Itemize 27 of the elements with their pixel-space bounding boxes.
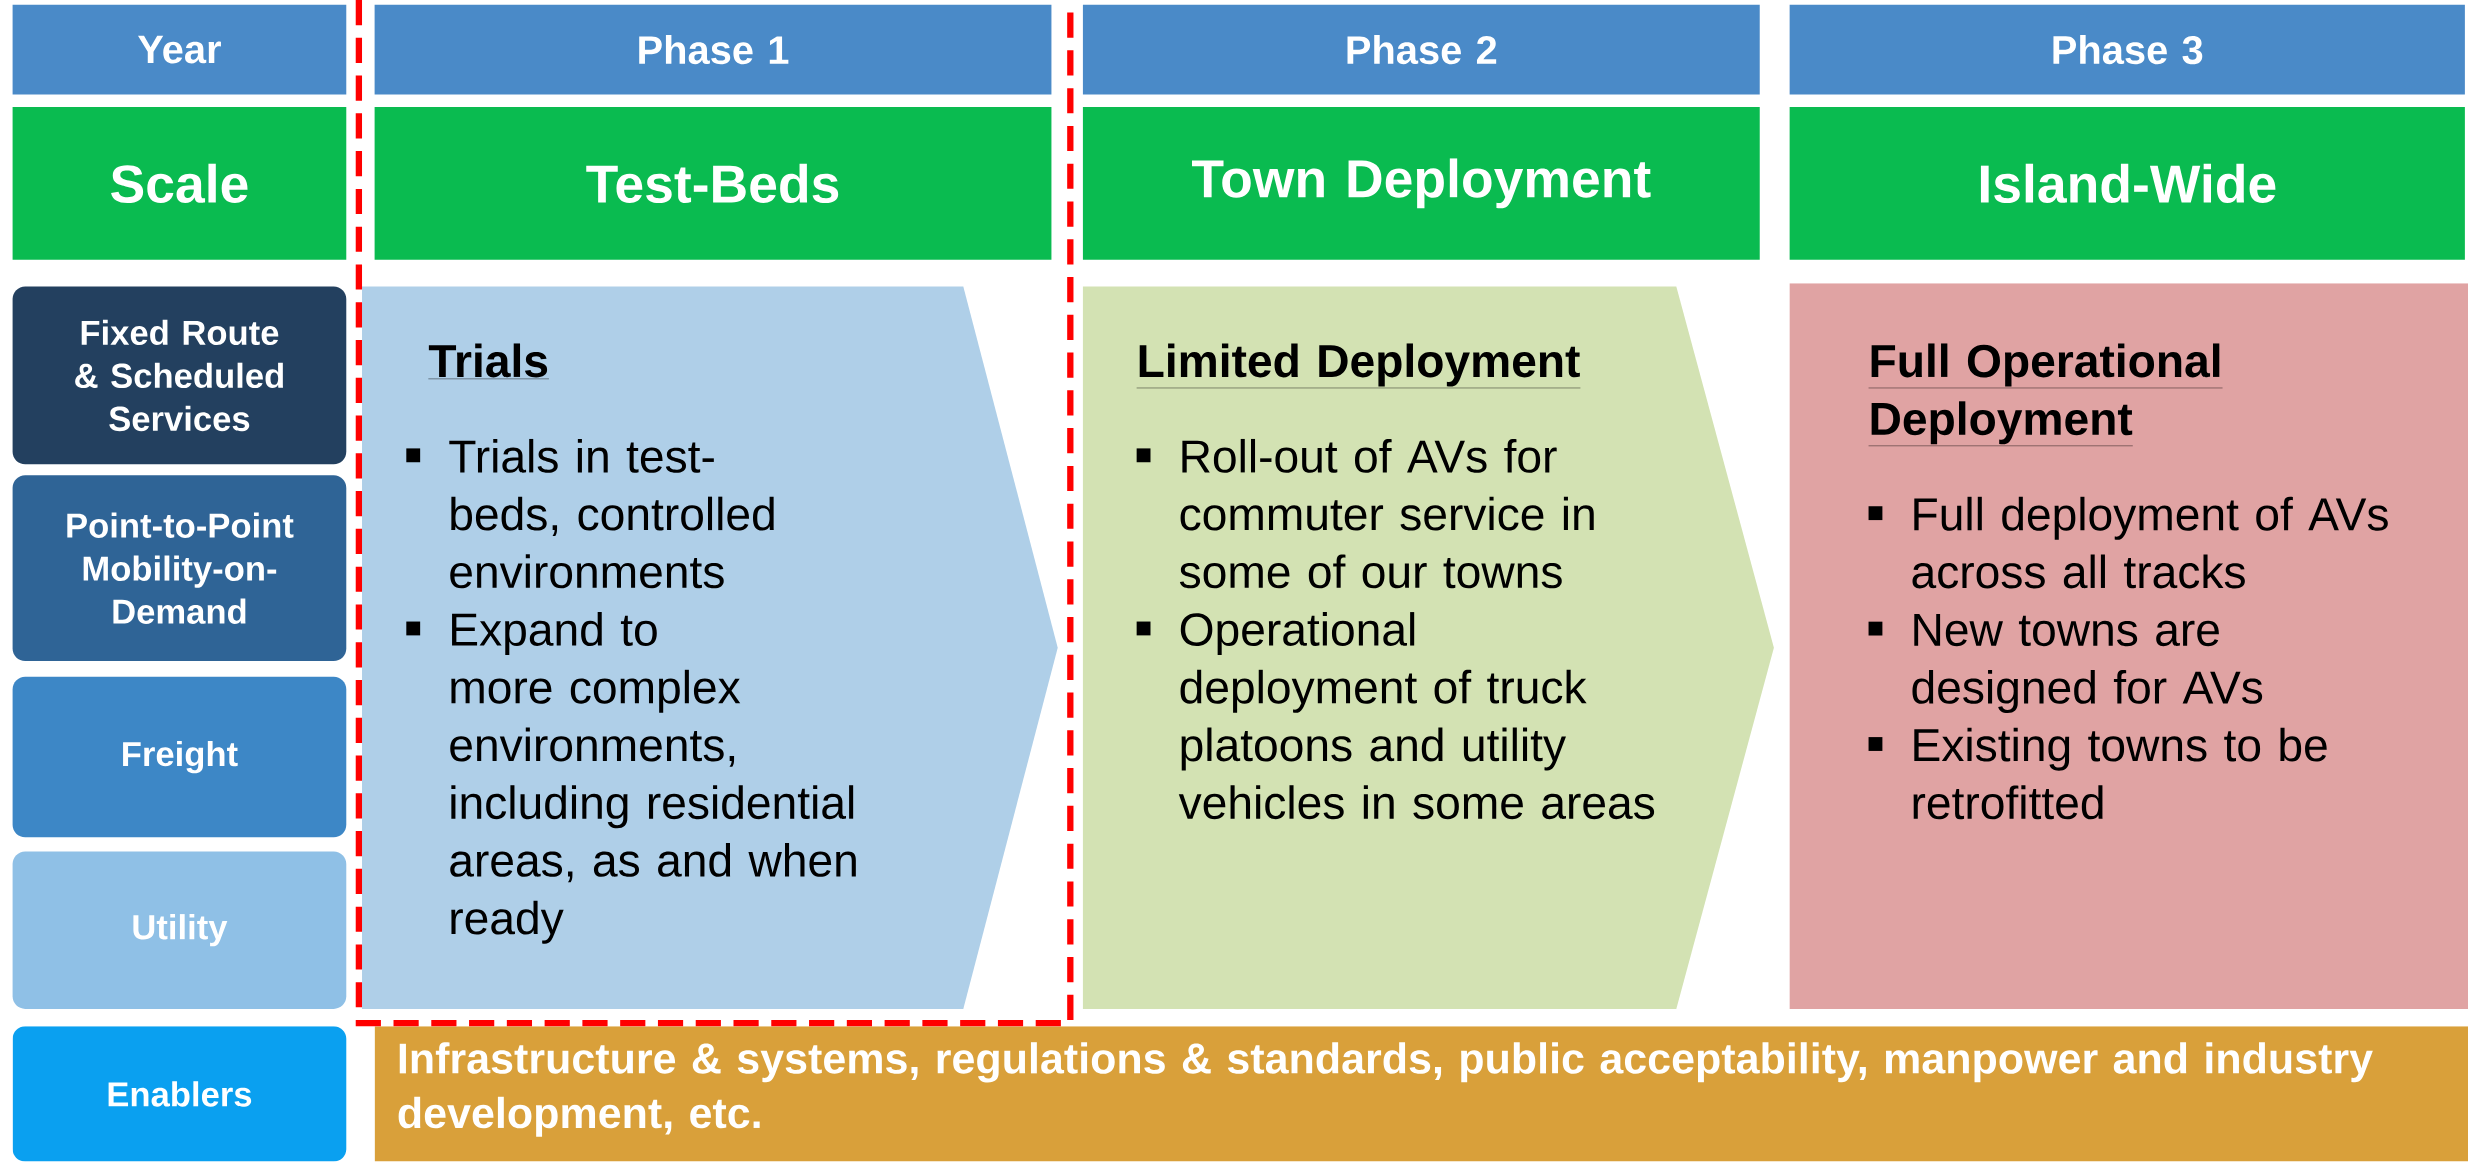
phase-banner (1082, 286, 1774, 1010)
enablers-bar: Infrastructure & systems, regulations & standards, public acceptability, manpower and industry development, etc. (374, 1026, 2468, 1162)
panel-heading: Limited Deployment (1136, 343, 1581, 389)
category-box: Freight (12, 677, 347, 838)
panel-heading: Trials (428, 343, 550, 380)
header-box: Phase 3 (1789, 4, 2465, 95)
bullet-item: Trials in test-beds, controlled environments (406, 439, 774, 589)
bullet-item: Existing towns to be retrofitted (1868, 727, 2327, 820)
category-box: Fixed Route & Scheduled Services (12, 286, 347, 465)
category-box: Enablers (12, 1026, 347, 1162)
category-box: Point-to-Point Mobility-on-Demand (12, 475, 347, 662)
scale-box: Town Deployment (1082, 107, 1760, 260)
bullet-item: New towns are designed for AVs (1868, 614, 2263, 714)
bullet-item: Operational deployment of truck platoons and utility vehicles in some areas (1136, 612, 1655, 820)
panel-heading: Full Operational Deployment (1868, 343, 2223, 447)
bullet-item: Full deployment of AVs across all tracks (1868, 497, 2388, 589)
category-box: Utility (12, 851, 347, 1010)
scale-box: Island-Wide (1789, 107, 2465, 260)
bullet-item: Roll-out of AVs for commuter service in some of our towns (1136, 439, 1594, 589)
phase-panel (1789, 283, 2468, 1010)
header-box: Phase 2 (1082, 4, 1760, 95)
header-box: Year (12, 4, 347, 95)
bullet-item: Expand to more complex environments, including residential areas, as and when ready (406, 612, 856, 944)
header-box: Phase 1 (374, 4, 1052, 95)
scale-box: Scale (12, 107, 347, 260)
scale-box: Test-Beds (374, 107, 1052, 260)
phase-banner (362, 286, 1058, 1010)
